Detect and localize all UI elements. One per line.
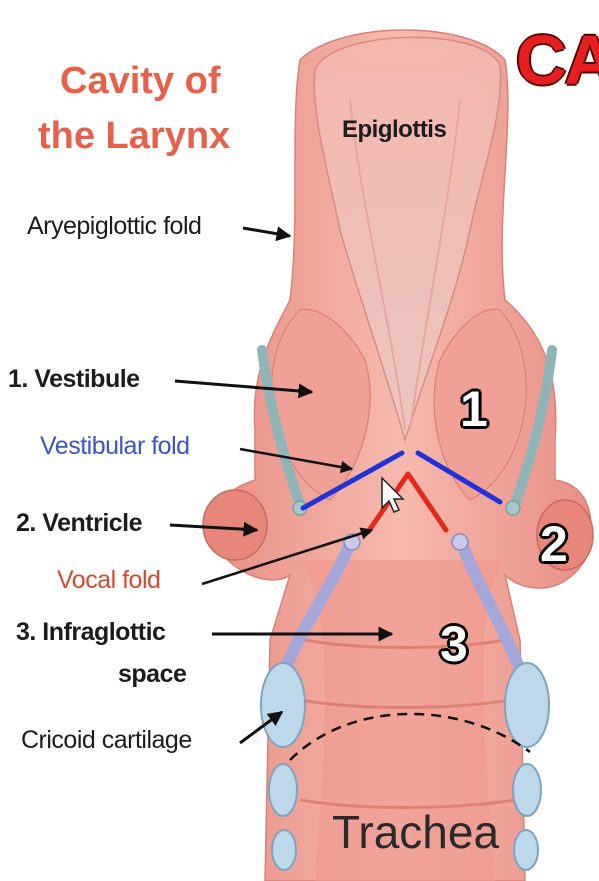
label-trachea: Trachea — [332, 805, 499, 859]
diagram-title-line2: the Larynx — [38, 113, 230, 159]
label-vestibule: 1. Vestibule — [8, 365, 140, 394]
cricoid-right — [505, 663, 549, 747]
label-vestibular-fold: Vestibular fold — [40, 432, 190, 461]
label-infraglottic-line1: 3. Infraglottic — [16, 618, 165, 647]
diagram-title-line1: Cavity of — [60, 58, 220, 104]
label-cricoid-cartilage: Cricoid cartilage — [21, 726, 192, 755]
region-number-2: 2 — [540, 515, 568, 573]
label-infraglottic-line2: space — [118, 660, 186, 689]
label-ventricle: 2. Ventricle — [16, 509, 142, 538]
label-vocal-fold: Vocal fold — [57, 566, 160, 595]
label-aryepiglottic-fold: Aryepiglottic fold — [27, 212, 201, 241]
corner-stamp: CA — [516, 20, 599, 100]
region-number-1: 1 — [460, 380, 488, 438]
label-epiglottis: Epiglottis — [342, 116, 446, 144]
region-number-3: 3 — [440, 615, 468, 673]
cricoid-left — [261, 663, 305, 747]
